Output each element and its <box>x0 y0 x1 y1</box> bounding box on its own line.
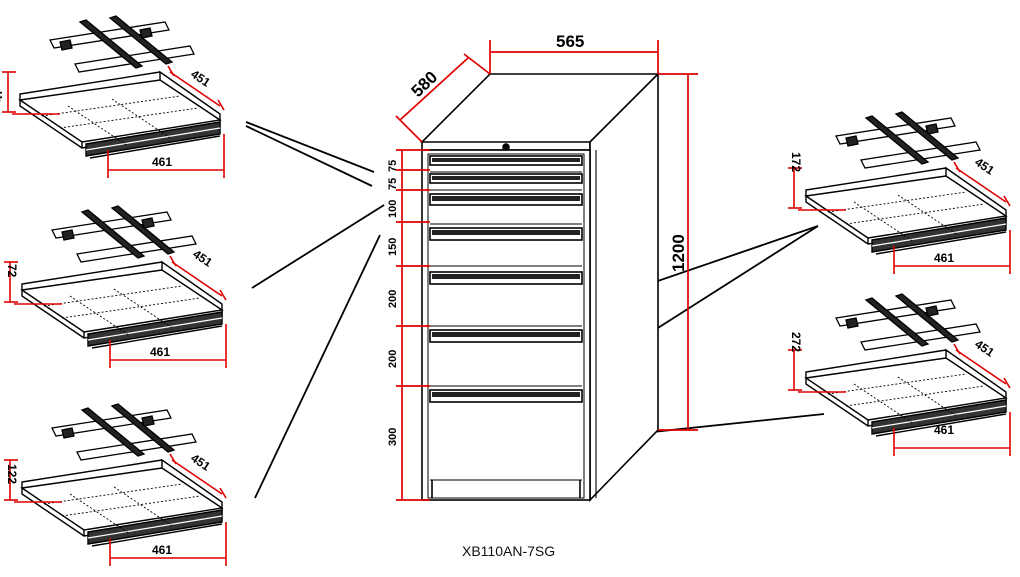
drawer-width-label: 461 <box>150 345 170 359</box>
drawer-detail-left-2: 72 451 461 <box>3 205 227 369</box>
drawer-depth-label: 451 <box>972 155 997 178</box>
cabinet-height-label: 1200 <box>669 234 688 272</box>
drawer-height-3: 100 <box>387 200 399 218</box>
drawer-height-4: 150 <box>387 238 399 256</box>
cabinet-depth-label: 580 <box>408 67 442 100</box>
drawer-height-label: 47 <box>0 88 5 102</box>
model-caption: XB110AN-7SG <box>462 543 555 559</box>
drawer-height-2: 75 <box>387 178 399 190</box>
drawer-detail-right-2: 272 451 461 <box>787 293 1011 457</box>
drawer-width-label: 461 <box>934 423 954 437</box>
drawer-height-label: 272 <box>789 332 803 352</box>
drawer-depth-label: 451 <box>972 337 997 360</box>
drawer-detail-left-3: 122 451 461 <box>3 403 227 567</box>
cabinet-width-label: 565 <box>556 32 584 51</box>
drawer-height-6: 200 <box>387 350 399 368</box>
drawer-depth-label: 451 <box>190 247 215 270</box>
drawer-width-label: 461 <box>152 155 172 169</box>
drawer-height-label: 172 <box>789 152 803 172</box>
drawer-height-7: 300 <box>387 428 399 446</box>
drawer-width-label: 461 <box>152 543 172 557</box>
cabinet-dimensions <box>395 40 698 501</box>
cabinet-drawers <box>429 155 583 498</box>
drawer-height-label: 72 <box>5 264 19 278</box>
leader-lines <box>245 121 825 499</box>
drawer-detail-right-1: 172 451 461 <box>787 111 1011 275</box>
drawer-height-1: 75 <box>387 160 399 172</box>
drawer-detail-left-1: 47 451 461 <box>0 15 225 179</box>
tool-cabinet <box>420 72 660 502</box>
drawer-depth-label: 451 <box>188 451 213 474</box>
drawer-height-label: 122 <box>5 464 19 484</box>
drawer-height-5: 200 <box>387 290 399 308</box>
drawer-width-label: 461 <box>934 251 954 265</box>
